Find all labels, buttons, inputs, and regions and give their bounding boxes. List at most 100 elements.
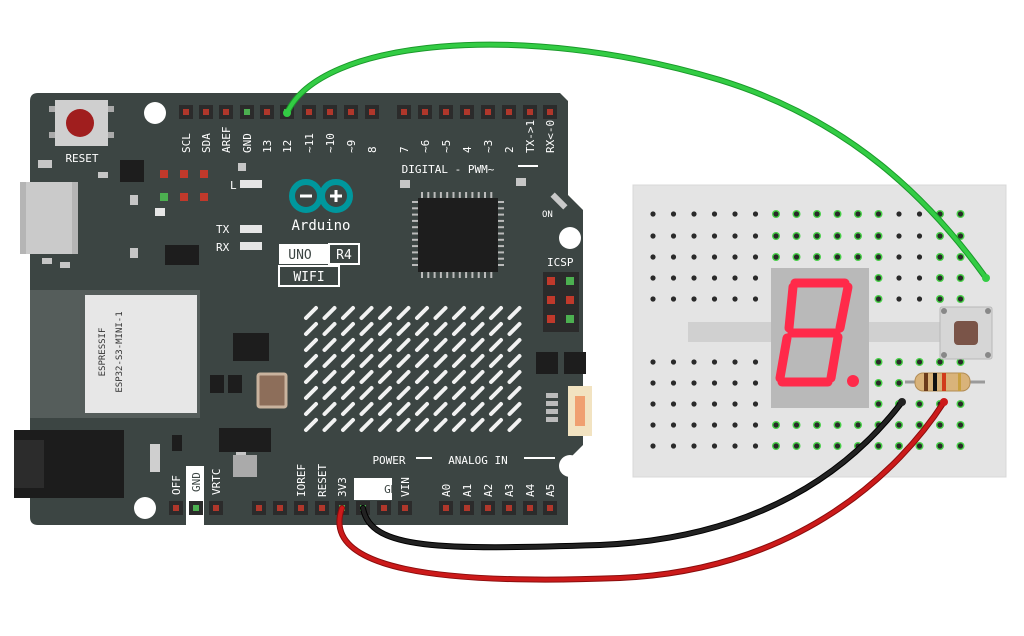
top-pin-label: 2 <box>503 146 516 153</box>
on-label: ON <box>542 210 553 220</box>
seven-segment-display <box>771 268 869 408</box>
matrix-led <box>415 418 429 432</box>
power-gnd-highlight <box>354 478 392 500</box>
top-pin-label: 4 <box>461 146 474 153</box>
breadboard-hole <box>875 233 882 239</box>
breadboard-hole <box>670 401 677 407</box>
matrix-led <box>396 338 411 352</box>
breadboard-hole <box>814 422 820 428</box>
matrix-led <box>359 338 374 352</box>
matrix-led <box>341 418 355 432</box>
breadboard-hole <box>670 380 677 386</box>
status-leds <box>155 170 568 250</box>
breadboard-hole <box>896 211 902 217</box>
breadboard-hole <box>834 211 841 217</box>
breadboard-hole <box>855 254 861 260</box>
wire-end <box>940 398 948 406</box>
breadboard-hole <box>773 233 779 239</box>
esp-model: ESP32-S3-MINI-1 <box>115 311 125 392</box>
breadboard-hole <box>752 296 759 302</box>
breadboard-hole <box>773 422 779 428</box>
top-pin-label: 13 <box>261 140 274 153</box>
breadboard-hole <box>814 443 820 449</box>
breadboard-hole <box>752 443 759 449</box>
breadboard-hole <box>937 359 943 365</box>
breadboard-hole <box>896 254 902 260</box>
matrix-led <box>378 386 392 400</box>
breadboard-hole <box>752 233 759 239</box>
analog-pin-label: A1 <box>461 484 474 497</box>
breadboard-hole <box>711 211 718 217</box>
matrix-led <box>359 418 374 432</box>
left-pin-label: VRTC <box>210 469 223 496</box>
mounting-hole <box>559 455 581 477</box>
matrix-led <box>489 370 503 384</box>
breadboard-hole <box>916 275 923 281</box>
matrix-led <box>452 370 466 384</box>
breadboard-hole <box>650 443 656 449</box>
breadboard-hole <box>916 422 923 428</box>
matrix-led <box>359 306 374 320</box>
matrix-led <box>304 370 318 384</box>
breadboard-hole <box>957 401 964 407</box>
breadboard-hole <box>834 443 841 449</box>
breadboard-hole <box>752 254 759 260</box>
matrix-led <box>378 338 392 352</box>
matrix-led <box>359 354 374 368</box>
matrix-led <box>396 306 411 320</box>
mounting-hole <box>134 497 156 519</box>
breadboard-hole <box>691 296 697 302</box>
push-button[interactable] <box>939 306 993 360</box>
breadboard-hole <box>670 275 677 281</box>
breadboard-hole <box>650 380 656 386</box>
breadboard-hole <box>711 401 718 407</box>
matrix-led <box>304 306 318 320</box>
resistor <box>905 372 985 392</box>
matrix-led <box>304 322 318 336</box>
breadboard-hole <box>793 443 800 449</box>
matrix-led <box>507 306 522 320</box>
breadboard-hole <box>916 401 923 407</box>
top-pin-label: 7 <box>398 146 411 153</box>
matrix-led <box>378 418 392 432</box>
breadboard-hole <box>916 211 923 217</box>
breadboard-hole <box>691 443 697 449</box>
breadboard-hole <box>691 401 697 407</box>
matrix-led <box>415 338 429 352</box>
matrix-led <box>470 386 485 400</box>
esp-shield <box>85 295 197 413</box>
icsp-label: ICSP <box>547 256 574 269</box>
top-pin-label: RX<-0 <box>544 120 557 153</box>
matrix-led <box>322 370 337 384</box>
breadboard-hole <box>732 296 738 302</box>
reset-label: RESET <box>65 152 98 165</box>
matrix-led <box>452 402 466 416</box>
analog-pin-label: A2 <box>482 484 495 497</box>
decimal-point <box>847 375 859 387</box>
matrix-led <box>433 418 448 432</box>
top-pin-label: 8 <box>366 146 379 153</box>
wire-end <box>982 274 990 282</box>
rx-label: RX <box>216 241 230 254</box>
breadboard-hole <box>916 296 923 302</box>
top-pin-label: ~9 <box>345 140 358 153</box>
breadboard-hole <box>875 254 882 260</box>
breadboard-hole <box>875 275 882 281</box>
button-cap[interactable] <box>954 321 978 345</box>
matrix-led <box>415 370 429 384</box>
matrix-led <box>341 338 355 352</box>
power-pin-label: 3V3 <box>336 477 349 497</box>
breadboard-hole <box>793 211 800 217</box>
matrix-led <box>396 418 411 432</box>
matrix-led <box>322 338 337 352</box>
breadboard-hole <box>691 211 697 217</box>
top-pin-label: ~5 <box>440 140 453 153</box>
breadboard-hole <box>834 254 841 260</box>
breadboard-hole <box>752 359 759 365</box>
matrix-led <box>489 306 503 320</box>
matrix-led <box>359 370 374 384</box>
wire-black <box>361 400 904 550</box>
digital-header: DIGITAL - PWM~ <box>402 163 495 176</box>
reset-button[interactable] <box>66 109 94 137</box>
breadboard-hole <box>937 443 943 449</box>
